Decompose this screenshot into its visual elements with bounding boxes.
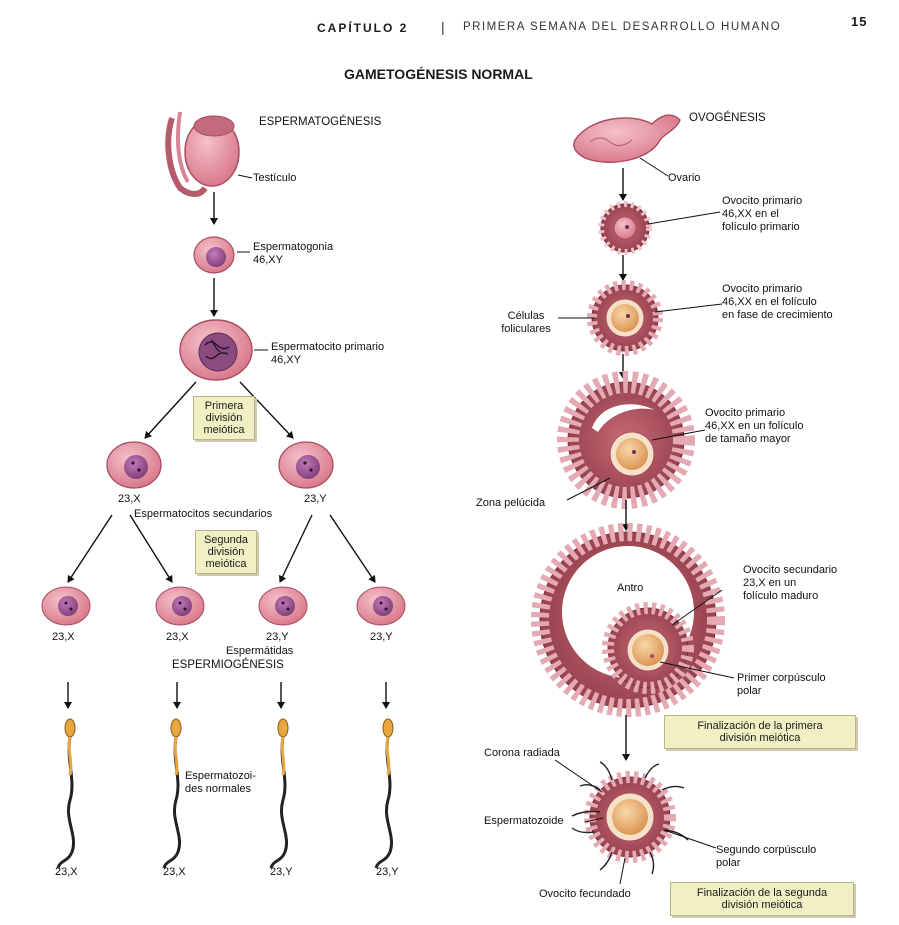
label-line: Ovocito primario (722, 283, 833, 296)
spermatogonium-karyotype: 46,XY (253, 254, 283, 267)
primary-oocyte-1-label: Ovocito primario 46,XX en el folículo pr… (722, 195, 802, 234)
spermatogonium-label: Espermatogonia (253, 241, 333, 254)
second-meiotic-division-box: Segunda división meiótica (195, 530, 257, 574)
spermatid-4 (357, 587, 405, 625)
fertilized-oocyte-label: Ovocito fecundado (539, 888, 631, 901)
primary-spermatocyte-karyotype: 46,XY (271, 354, 301, 367)
sperm-karyotype-2: 23,X (163, 866, 186, 879)
normal-sperm-label: Espermatozoi- des normales (185, 770, 256, 796)
primary-spermatocyte-label: Espermatocito primario (271, 341, 384, 354)
large-follicle (568, 382, 684, 498)
box-line: Segunda (198, 534, 254, 546)
spermatogenesis-heading: ESPERMATOGÉNESIS (259, 116, 381, 129)
box-line: división (196, 412, 252, 424)
label-line: 46,XX en el folículo (722, 296, 833, 309)
secondary-spermatocyte-y (279, 442, 333, 488)
sperm-karyotype-3: 23,Y (270, 866, 293, 879)
sperm-karyotype-1: 23,X (55, 866, 78, 879)
secondary-x-karyotype: 23,X (118, 493, 141, 506)
secondary-oocyte-label: Ovocito secundario 23,X en un folículo m… (743, 564, 837, 603)
label-line: 46,XX en el (722, 208, 802, 221)
first-meiotic-division-box: Primera división meiótica (193, 396, 255, 440)
secondary-spermatocytes-label: Espermatocitos secundarios (134, 508, 272, 521)
end-first-division-box: Finalización de la primera división meió… (664, 715, 856, 749)
spermatozoon-label: Espermatozoide (484, 815, 564, 828)
box-line: meiótica (196, 424, 252, 436)
second-polar-body-label: Segundo corpúsculo polar (716, 844, 816, 870)
zona-pellucida-label: Zona pelúcida (476, 497, 545, 510)
label-line: polar (737, 685, 826, 698)
normal-sperm-line: des normales (185, 783, 256, 796)
label-line: 23,X en un (743, 577, 837, 590)
sperm-3 (271, 719, 288, 868)
label-line: Primer corpúsculo (737, 672, 826, 685)
growing-follicle (592, 285, 658, 351)
secondary-y-karyotype: 23,Y (304, 493, 327, 506)
testicle-label: Testículo (253, 172, 296, 185)
box-line: Finalización de la primera (668, 720, 852, 732)
box-line: Primera (196, 400, 252, 412)
label-line: folículo maduro (743, 590, 837, 603)
first-polar-body-label: Primer corpúsculo polar (737, 672, 826, 698)
follicular-cells-label: Células foliculares (493, 310, 559, 336)
oogenesis-heading: OVOGÉNESIS (689, 112, 766, 125)
label-line: Ovocito secundario (743, 564, 837, 577)
spermatid-2 (156, 587, 204, 625)
secondary-spermatocyte-x (107, 442, 161, 488)
label-line: de tamaño mayor (705, 433, 803, 446)
spermatid-3 (259, 587, 307, 625)
antrum-label: Antro (617, 582, 643, 595)
spermatid-karyotype-1: 23,X (52, 631, 75, 644)
fertilized-oocyte (572, 762, 688, 874)
mature-follicle (540, 532, 716, 708)
label-line: Células (493, 310, 559, 323)
label-line: Segundo corpúsculo (716, 844, 816, 857)
sperm-karyotype-4: 23,Y (376, 866, 399, 879)
primary-oocyte-2-label: Ovocito primario 46,XX en el folículo en… (722, 283, 833, 322)
testicle-illustration (168, 112, 239, 194)
end-second-division-box: Finalización de la segunda división meió… (670, 882, 854, 916)
spermatid-karyotype-3: 23,Y (266, 631, 289, 644)
spermatid-karyotype-4: 23,Y (370, 631, 393, 644)
box-line: división meiótica (668, 732, 852, 744)
ovary-label: Ovario (668, 172, 700, 185)
label-line: polar (716, 857, 816, 870)
spermiogenesis-label: ESPERMIOGÉNESIS (172, 659, 284, 672)
primary-oocyte-3-label: Ovocito primario 46,XX en un folículo de… (705, 407, 803, 446)
primary-follicle (601, 204, 649, 252)
box-line: división meiótica (674, 899, 850, 911)
label-line: Ovocito primario (722, 195, 802, 208)
spermatids-label: Espermátidas (226, 645, 293, 658)
ovary-illustration (574, 115, 680, 162)
label-line: 46,XX en un folículo (705, 420, 803, 433)
box-line: meiótica (198, 558, 254, 570)
primary-spermatocyte-cell (180, 320, 252, 380)
sperm-4 (376, 719, 393, 868)
box-line: división (198, 546, 254, 558)
label-line: en fase de crecimiento (722, 309, 833, 322)
spermatogonium-cell (194, 237, 234, 273)
label-line: folículo primario (722, 221, 802, 234)
label-line: foliculares (493, 323, 559, 336)
label-line: Ovocito primario (705, 407, 803, 420)
box-line: Finalización de la segunda (674, 887, 850, 899)
corona-radiata-label: Corona radiada (484, 747, 560, 760)
sperm-1 (58, 719, 75, 868)
spermatid-1 (42, 587, 90, 625)
sperm-2 (164, 719, 181, 868)
normal-sperm-line: Espermatozoi- (185, 770, 256, 783)
spermatid-karyotype-2: 23,X (166, 631, 189, 644)
